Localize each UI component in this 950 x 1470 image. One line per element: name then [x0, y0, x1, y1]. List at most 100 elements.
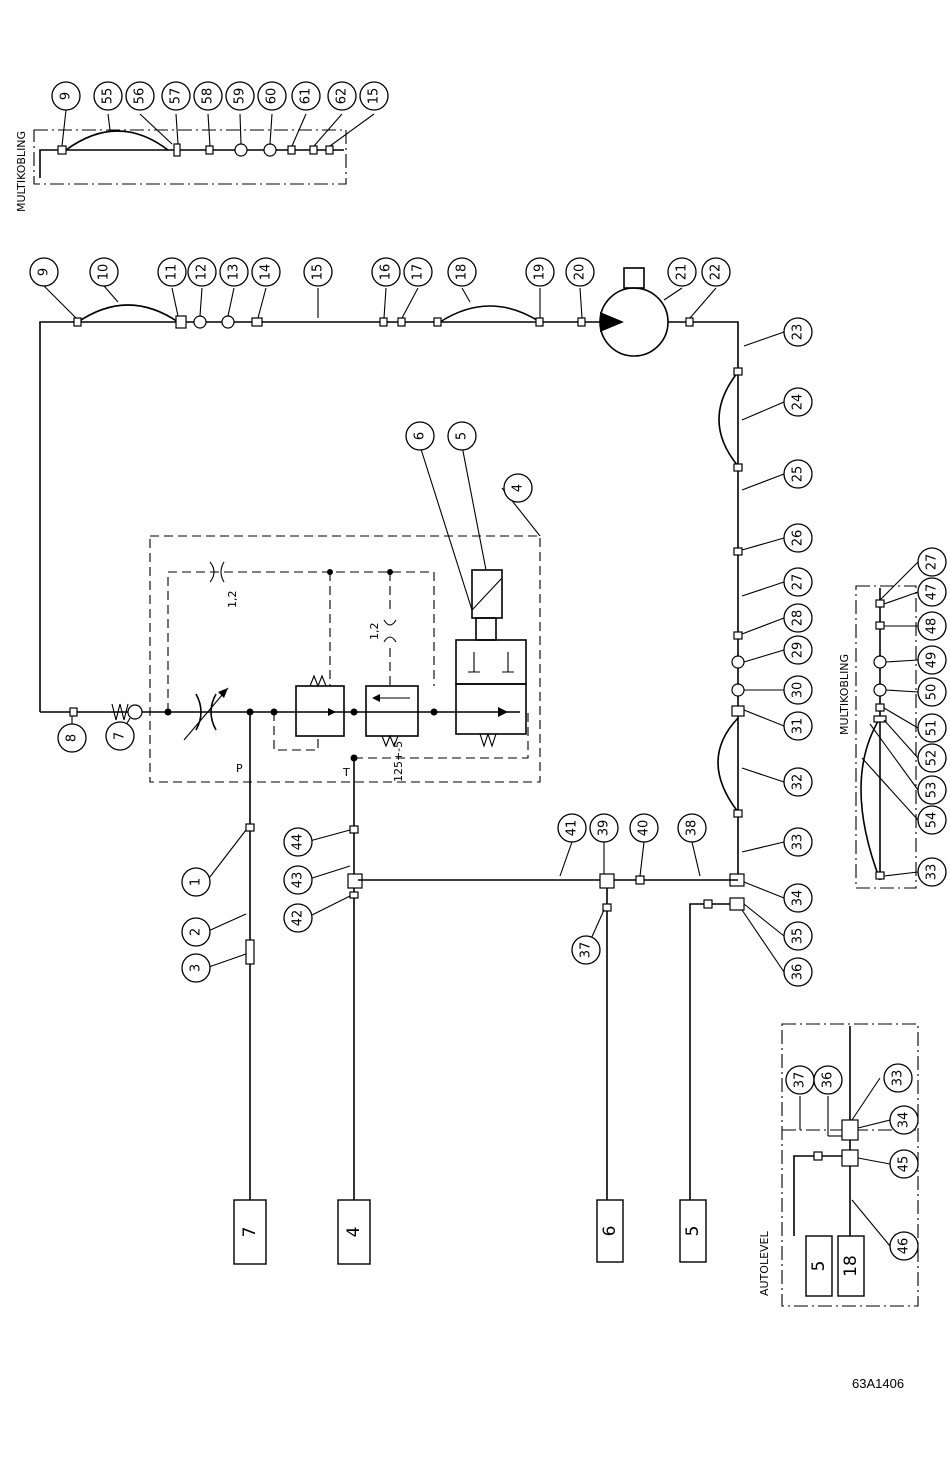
svg-text:38: 38 — [685, 820, 700, 837]
svg-text:9: 9 — [59, 92, 74, 100]
callout-25: 25 — [784, 460, 812, 488]
restrictor-mid-label: 1,2 — [368, 623, 381, 641]
callout-11: 11 — [158, 258, 186, 286]
fitting — [876, 872, 884, 879]
autolevel-label: AUTOLEVEL — [758, 1230, 771, 1296]
callout-15: 15 — [304, 258, 332, 286]
relief-valve — [366, 686, 418, 736]
adjust-arrow-head — [218, 688, 228, 698]
fitting — [734, 464, 742, 471]
directional-valve-upper — [456, 640, 526, 684]
fitting — [246, 824, 254, 831]
callout-20: 20 — [566, 258, 594, 286]
adjust-arrow — [184, 688, 228, 740]
svg-text:20: 20 — [573, 264, 588, 281]
callout-5: 5 — [448, 422, 476, 450]
fitting — [876, 600, 884, 607]
fitting — [176, 316, 186, 328]
svg-text:5: 5 — [683, 1226, 703, 1237]
port-t-label: T — [342, 766, 350, 779]
multikobling-top-frame — [34, 130, 346, 184]
fitting — [434, 318, 441, 326]
callout-37: 37 — [572, 936, 600, 964]
svg-text:12: 12 — [195, 264, 210, 281]
svg-text:51: 51 — [925, 720, 940, 737]
svg-text:44: 44 — [291, 834, 306, 851]
callout-43: 43 — [284, 866, 312, 894]
drain-line — [354, 712, 528, 758]
callout-19: 19 — [526, 258, 554, 286]
autolevel-branch-line — [794, 1156, 842, 1236]
fitting — [58, 146, 66, 154]
callout-60: 60 — [258, 82, 286, 110]
multikobling-right-label: MULTIKOBLING — [838, 654, 851, 735]
callout-41: 41 — [558, 814, 586, 842]
junction — [165, 709, 172, 716]
multikobling-top-group: MULTIKOBLING — [15, 130, 346, 212]
fitting — [603, 904, 611, 911]
callout-9: 9 — [52, 82, 80, 110]
callout-21: 21 — [668, 258, 696, 286]
svg-text:28: 28 — [791, 610, 806, 627]
callout-12: 12 — [188, 258, 216, 286]
directional-valve-lower — [456, 684, 526, 734]
callout-7: 7 — [106, 722, 134, 750]
callout-14: 14 — [252, 258, 280, 286]
multikobling-top-label: MULTIKOBLING — [15, 131, 28, 212]
blocked-ports — [468, 652, 514, 672]
callout-33: 33 — [784, 828, 812, 856]
fitting — [326, 146, 333, 154]
supply-line — [40, 322, 600, 712]
fitting — [174, 144, 180, 156]
callout-32: 32 — [784, 768, 812, 796]
fitting — [246, 940, 254, 964]
svg-text:17: 17 — [411, 264, 426, 281]
svg-text:45: 45 — [897, 1156, 912, 1173]
tank-6: 6 — [597, 1200, 623, 1262]
svg-text:9: 9 — [37, 268, 52, 276]
callout-58: 58 — [194, 82, 222, 110]
svg-text:8: 8 — [65, 734, 80, 742]
svg-text:3: 3 — [189, 964, 204, 972]
svg-text:2: 2 — [189, 928, 204, 936]
svg-text:19: 19 — [533, 264, 548, 281]
callout-1: 1 — [182, 868, 210, 896]
motor-top-box — [624, 268, 644, 288]
svg-text:46: 46 — [897, 1238, 912, 1255]
tee-fitting — [842, 1120, 858, 1140]
callout-57: 57 — [162, 82, 190, 110]
callout-8: 8 — [58, 724, 86, 752]
compensator-valve — [296, 686, 344, 736]
multikobling-right-hose — [861, 718, 880, 880]
callout-6: 6 — [406, 422, 434, 450]
callout-51: 51 — [918, 714, 946, 742]
callout-9: 9 — [30, 258, 58, 286]
callout-22: 22 — [702, 258, 730, 286]
fitting — [814, 1152, 822, 1160]
tee-fitting — [730, 898, 744, 910]
callout-36: 36 — [784, 958, 812, 986]
callout-59: 59 — [226, 82, 254, 110]
svg-text:5: 5 — [455, 432, 470, 440]
tee-fitting — [600, 874, 614, 888]
multikobling-right-group: MULTIKOBLING — [838, 586, 916, 888]
svg-text:42: 42 — [291, 910, 306, 927]
callout-17: 17 — [404, 258, 432, 286]
svg-text:53: 53 — [925, 782, 940, 799]
fitting — [732, 706, 744, 716]
autolevel-tank-5: 5 — [806, 1236, 832, 1296]
fitting — [206, 146, 213, 154]
svg-text:15: 15 — [367, 88, 382, 105]
svg-text:13: 13 — [227, 264, 242, 281]
branch-line-5 — [690, 904, 734, 1200]
multikobling-right-frame — [856, 586, 916, 888]
svg-text:36: 36 — [791, 964, 806, 981]
junction — [327, 569, 333, 575]
fitting — [398, 318, 405, 326]
check-valve — [264, 144, 276, 156]
callout-46: 46 — [890, 1232, 918, 1260]
callout-29: 29 — [784, 636, 812, 664]
check-valve — [732, 656, 744, 668]
svg-text:43: 43 — [291, 872, 306, 889]
svg-text:55: 55 — [101, 88, 116, 105]
